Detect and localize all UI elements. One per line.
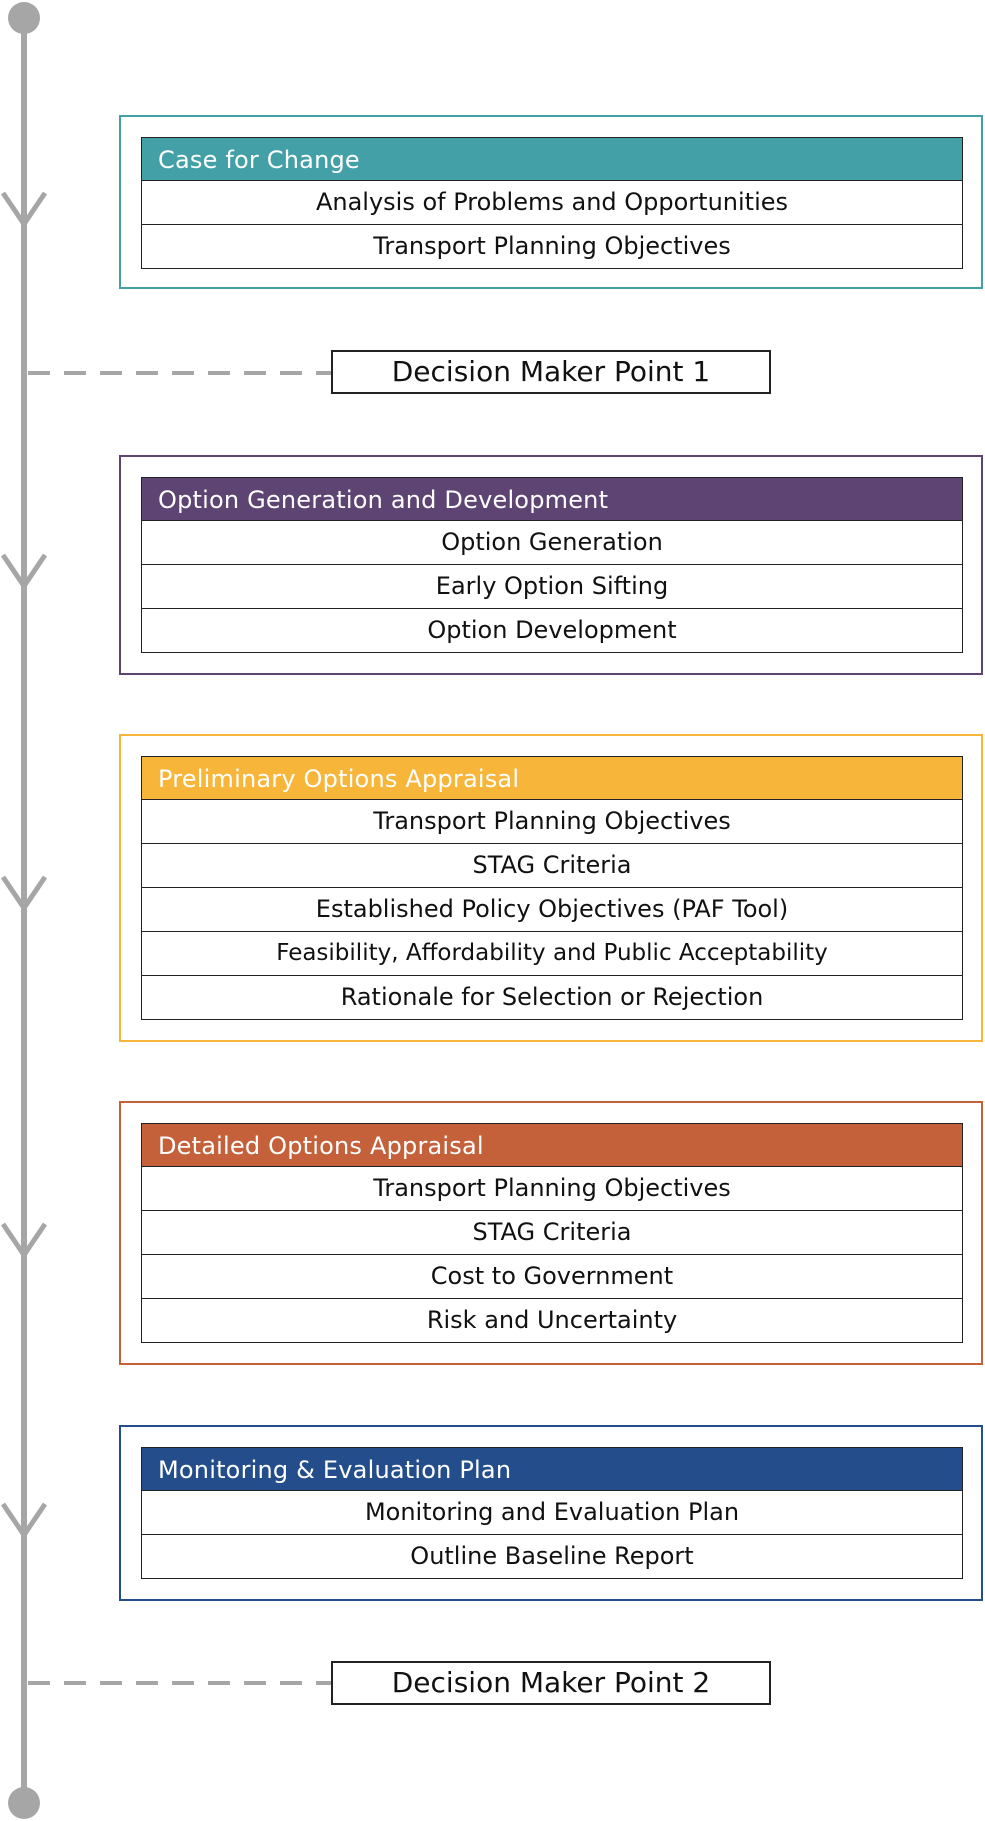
stage-item: Transport Planning Objectives	[141, 225, 963, 269]
stage-header: Detailed Options Appraisal	[141, 1123, 963, 1167]
stage-item: Transport Planning Objectives	[141, 1167, 963, 1211]
decision-maker-point-1: Decision Maker Point 1	[331, 350, 771, 394]
stage-item: Cost to Government	[141, 1255, 963, 1299]
timeline-end-dot	[8, 1787, 40, 1819]
stage-monitoring-evaluation: Monitoring & Evaluation Plan Monitoring …	[119, 1425, 983, 1601]
stage-table: Option Generation and Development Option…	[141, 477, 963, 653]
stage-table: Preliminary Options Appraisal Transport …	[141, 756, 963, 1020]
stage-item: STAG Criteria	[141, 844, 963, 888]
flow-arrow-icon	[0, 191, 48, 229]
stage-table: Detailed Options Appraisal Transport Pla…	[141, 1123, 963, 1343]
stage-item: Monitoring and Evaluation Plan	[141, 1491, 963, 1535]
stage-header: Case for Change	[141, 137, 963, 181]
stage-item: Option Development	[141, 609, 963, 653]
stage-item: Established Policy Objectives (PAF Tool)	[141, 888, 963, 932]
decision-maker-point-2: Decision Maker Point 2	[331, 1661, 771, 1705]
stage-option-generation: Option Generation and Development Option…	[119, 455, 983, 675]
stage-table: Monitoring & Evaluation Plan Monitoring …	[141, 1447, 963, 1579]
stage-item: Feasibility, Affordability and Public Ac…	[141, 932, 963, 976]
flow-arrow-icon	[0, 875, 48, 913]
stage-header: Preliminary Options Appraisal	[141, 756, 963, 800]
stage-item: Analysis of Problems and Opportunities	[141, 181, 963, 225]
stage-header: Option Generation and Development	[141, 477, 963, 521]
stage-item: Risk and Uncertainty	[141, 1299, 963, 1343]
stage-item: Outline Baseline Report	[141, 1535, 963, 1579]
flow-arrow-icon	[0, 553, 48, 591]
stage-item: Early Option Sifting	[141, 565, 963, 609]
stage-item: Option Generation	[141, 521, 963, 565]
stage-table: Case for Change Analysis of Problems and…	[141, 137, 963, 269]
stage-detailed-appraisal: Detailed Options Appraisal Transport Pla…	[119, 1101, 983, 1365]
stage-item: Rationale for Selection or Rejection	[141, 976, 963, 1020]
stage-item: STAG Criteria	[141, 1211, 963, 1255]
stage-header: Monitoring & Evaluation Plan	[141, 1447, 963, 1491]
flow-arrow-icon	[0, 1222, 48, 1260]
timeline-start-dot	[8, 2, 40, 34]
stage-case-for-change: Case for Change Analysis of Problems and…	[119, 115, 983, 289]
stage-item: Transport Planning Objectives	[141, 800, 963, 844]
stage-preliminary-appraisal: Preliminary Options Appraisal Transport …	[119, 734, 983, 1042]
flow-arrow-icon	[0, 1502, 48, 1540]
